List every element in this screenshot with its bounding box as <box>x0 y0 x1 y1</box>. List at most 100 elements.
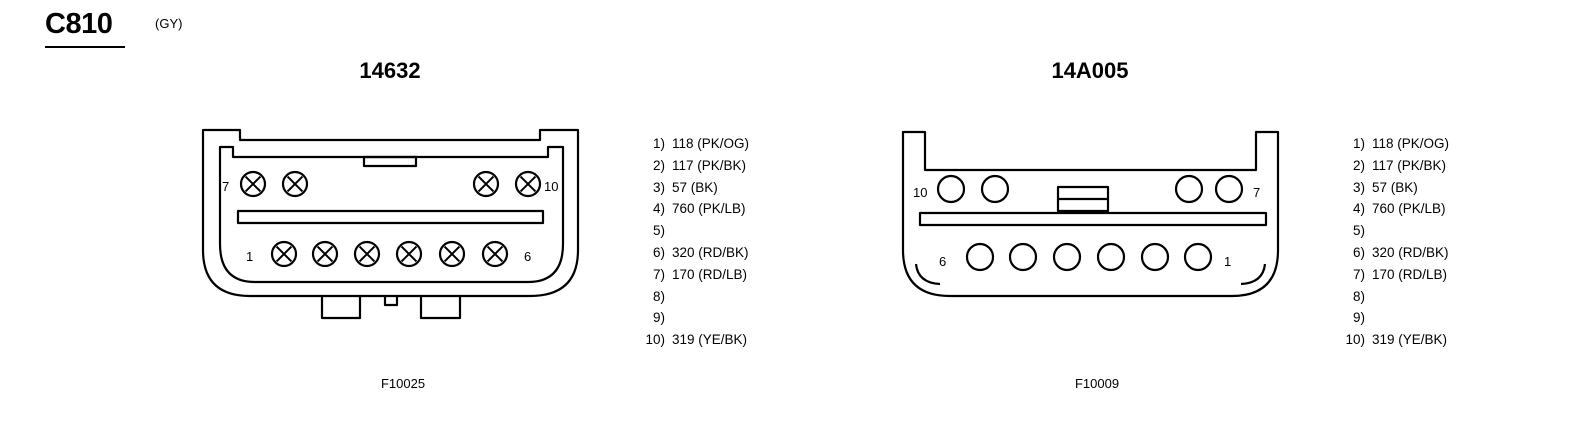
right-pin-circuit: 117 (PK/BK) <box>1372 157 1447 173</box>
right-pin-number: 10) <box>1345 332 1365 348</box>
right-pin-cavity <box>1183 242 1213 272</box>
right-pin-row: 4) 760 (PK/LB) <box>1325 198 1449 220</box>
left-housing-inner <box>218 145 565 284</box>
left-pin-terminal <box>270 240 298 268</box>
right-pin-number: 5) <box>1352 223 1365 239</box>
left-pin-row: 9) <box>625 307 749 329</box>
right-housing-inner-left-corner <box>914 263 941 286</box>
left-pinout-list: 1) 118 (PK/OG) 2) 117 (PK/BK) 3) 57 (BK) 4) 760… <box>625 133 749 351</box>
right-pin-cavity <box>1140 242 1170 272</box>
right-pin-row: 2) 117 (PK/BK) <box>1325 155 1449 177</box>
right-pin-number: 3) <box>1352 179 1365 195</box>
right-pin-label-10: 10 <box>913 185 927 200</box>
right-connector-drawing: 10 7 6 1 <box>901 130 1280 298</box>
right-pin-number: 8) <box>1352 288 1365 304</box>
left-pin-number: 9) <box>652 310 665 326</box>
right-pinout-list: 1)118 (PK/OG) 2) 117 (PK/BK) 3) 57 (BK) 4) 760… <box>1325 133 1449 351</box>
right-pin-circuit: 170 (RD/LB) <box>1372 266 1448 282</box>
left-bottom-tab-left <box>320 296 362 320</box>
left-pin-number: 7) <box>652 266 665 282</box>
right-pin-cavity <box>980 174 1010 204</box>
right-pin-row: 7) 170 (RD/LB) <box>1325 264 1449 286</box>
right-pin-cavity <box>1008 242 1038 272</box>
left-bottom-tab-right <box>419 296 462 320</box>
right-pin-number: 4) <box>1352 201 1365 217</box>
left-pin-number: 6) <box>652 244 665 260</box>
left-pin-circuit: 170 (RD/LB) <box>672 266 748 282</box>
right-pin-row: 3) 57 (BK) <box>1325 177 1449 199</box>
left-pin-row: 10) 319 (YE/BK) <box>625 329 749 351</box>
right-divider-bar <box>918 211 1268 227</box>
left-pin-row: 3) 57 (BK) <box>625 177 749 199</box>
left-pin-circuit: 320 (RD/BK) <box>672 244 749 260</box>
right-pin-circuit: 319 (YE/BK) <box>1372 332 1448 348</box>
right-pin-number: 2) <box>1352 157 1365 173</box>
left-pin-terminal <box>481 240 509 268</box>
right-pin-row: 1)118 (PK/OG) <box>1325 133 1449 155</box>
right-pin-row: 10) 319 (YE/BK) <box>1325 329 1449 351</box>
left-pin-number: 5) <box>652 223 665 239</box>
left-connector-drawing: 7 10 1 6 <box>201 128 580 320</box>
right-pin-cavity <box>936 174 966 204</box>
right-pin-cavity <box>1214 174 1244 204</box>
left-divider-bar <box>236 209 545 225</box>
right-pin-number: 9) <box>1352 310 1365 326</box>
left-pin-label-1: 1 <box>246 249 253 264</box>
right-pin-cavity <box>1096 242 1126 272</box>
left-latch-key <box>362 155 418 168</box>
left-pin-number: 3) <box>652 179 665 195</box>
left-pin-label-7: 7 <box>222 179 229 194</box>
left-pin-row: 6) 320 (RD/BK) <box>625 242 749 264</box>
connector-color-code: (GY) <box>155 16 183 31</box>
right-pin-label-7: 7 <box>1253 185 1260 200</box>
right-housing-inner-right-corner <box>1240 263 1267 286</box>
left-pin-terminal <box>438 240 466 268</box>
left-pin-number: 4) <box>652 201 665 217</box>
left-pin-row: 2) 117 (PK/BK) <box>625 155 749 177</box>
left-pin-circuit: 57 (BK) <box>672 179 718 195</box>
left-pin-row: 8) <box>625 286 749 308</box>
left-pin-number: 10) <box>645 332 665 348</box>
right-pin-circuit: 320 (RD/BK) <box>1372 244 1449 260</box>
left-pin-label-10: 10 <box>544 179 558 194</box>
left-pin-terminal <box>472 170 500 198</box>
right-pin-number: 6) <box>1352 244 1365 260</box>
right-part-number: 14A005 <box>1051 58 1129 83</box>
left-pin-row: 4) 760 (PK/LB) <box>625 198 749 220</box>
left-pin-circuit: 117 (PK/BK) <box>672 157 747 173</box>
right-pin-circuit: 57 (BK) <box>1372 179 1418 195</box>
right-pin-row: 8) <box>1325 286 1449 308</box>
right-pin-cavity <box>1052 242 1082 272</box>
right-pin-row: 5) <box>1325 220 1449 242</box>
right-pin-row: 6) 320 (RD/BK) <box>1325 242 1449 264</box>
left-pin-row: 1) 118 (PK/OG) <box>625 133 749 155</box>
left-pin-circuit: 319 (YE/BK) <box>672 332 748 348</box>
right-pin-label-1: 1 <box>1224 254 1231 269</box>
connector-id-underline <box>45 46 125 48</box>
right-figure-code: F10009 <box>1074 376 1120 391</box>
left-bottom-tab-mid <box>383 296 399 307</box>
left-pin-terminal <box>239 170 267 198</box>
right-pin-circuit: 760 (PK/LB) <box>1372 201 1446 217</box>
right-pin-cavity <box>1174 174 1204 204</box>
left-pin-terminal <box>311 240 339 268</box>
right-housing-outer <box>901 130 1280 298</box>
left-pin-circuit: 118 (PK/OG) <box>672 136 750 151</box>
left-pin-label-6: 6 <box>524 249 531 264</box>
left-pin-number: 1) <box>652 136 665 151</box>
right-pin-circuit: 118 (PK/OG) <box>1372 136 1450 151</box>
left-part-number: 14632 <box>359 58 421 83</box>
left-pin-number: 8) <box>652 288 665 304</box>
left-pin-circuit: 760 (PK/LB) <box>672 201 746 217</box>
left-pin-number: 2) <box>652 157 665 173</box>
left-housing-outer <box>201 128 580 298</box>
left-figure-code: F10025 <box>380 376 426 391</box>
connector-id: C810 <box>45 8 113 40</box>
right-pin-row: 9) <box>1325 307 1449 329</box>
left-pin-terminal <box>353 240 381 268</box>
left-pin-terminal <box>514 170 542 198</box>
left-pin-row: 5) <box>625 220 749 242</box>
right-pin-cavity <box>965 242 995 272</box>
right-pin-number: 7) <box>1352 266 1365 282</box>
right-pin-label-6: 6 <box>939 254 946 269</box>
